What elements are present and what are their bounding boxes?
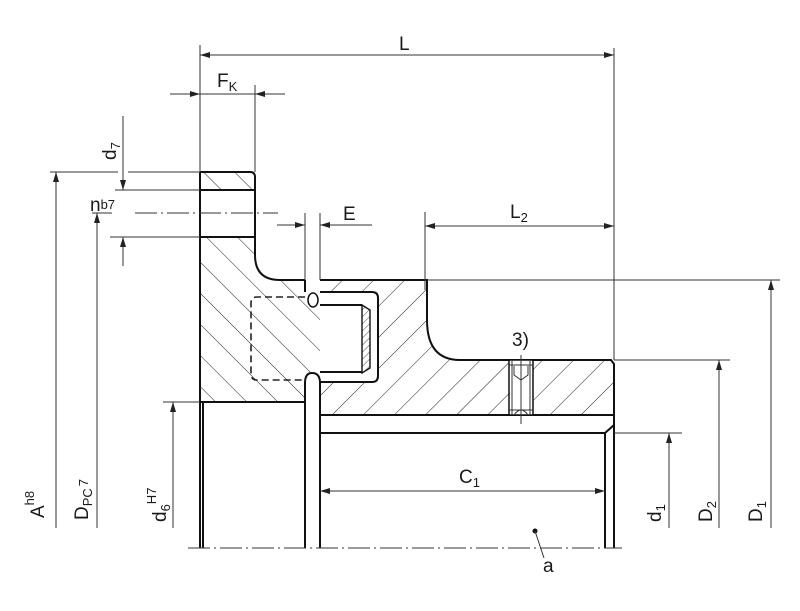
label-d1: d1 bbox=[645, 504, 668, 522]
flange-hub-body bbox=[200, 237, 320, 402]
dim-FK bbox=[170, 85, 285, 172]
label-nb7: nb7 bbox=[90, 195, 115, 216]
flange-hub-section bbox=[200, 172, 255, 190]
label-D1: D1 bbox=[746, 501, 769, 522]
dim-E bbox=[277, 213, 372, 280]
leader-a bbox=[532, 528, 545, 559]
label-C1: C1 bbox=[459, 467, 480, 490]
dim-L bbox=[199, 45, 615, 360]
elastomer-insert bbox=[361, 303, 371, 375]
label-DPC: DPC7 bbox=[72, 479, 95, 520]
label-D2: D2 bbox=[696, 501, 719, 522]
flange-hub bbox=[199, 171, 320, 548]
label-d7: d7 bbox=[100, 142, 123, 160]
gap-E-parts bbox=[304, 280, 321, 548]
dim-D2 bbox=[614, 359, 730, 528]
label-L2: L2 bbox=[510, 202, 528, 225]
label-L: L bbox=[399, 34, 410, 55]
dim-A bbox=[50, 171, 200, 528]
dim-d1 bbox=[614, 432, 682, 528]
label-A: Ah8 bbox=[22, 491, 49, 518]
label-a: a bbox=[543, 556, 554, 577]
label-E: E bbox=[343, 204, 356, 225]
dim-d7 bbox=[110, 116, 200, 266]
set-screw bbox=[508, 355, 534, 424]
label-FK: FK bbox=[217, 71, 238, 94]
dim-d6 bbox=[163, 401, 200, 528]
dim-DPC bbox=[92, 212, 112, 528]
sleeve-hub-body bbox=[320, 280, 614, 415]
dim-D1 bbox=[427, 279, 780, 528]
label-note-3: 3) bbox=[512, 330, 529, 351]
label-d6: d6H7 bbox=[144, 488, 173, 522]
dim-L2 bbox=[424, 212, 614, 290]
sleeve-hub bbox=[320, 279, 615, 548]
